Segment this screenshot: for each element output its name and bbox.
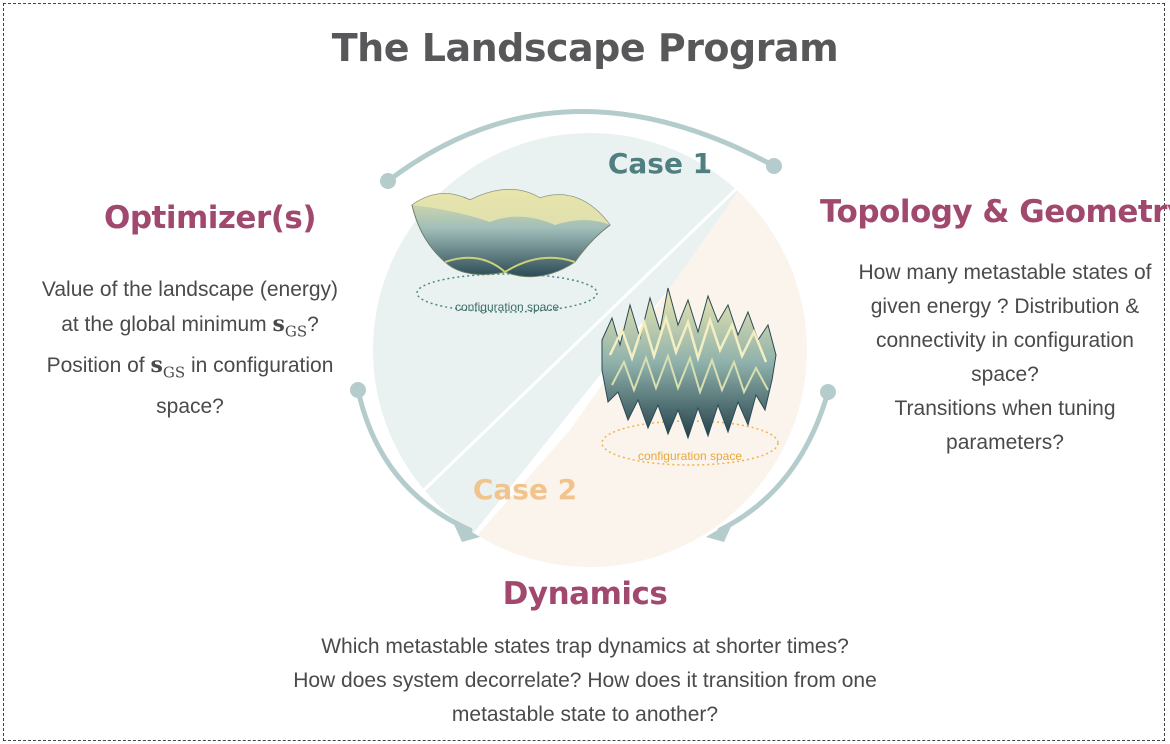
case1-label: Case 1 xyxy=(608,147,712,180)
divider-line xyxy=(420,166,760,494)
cycle-arcs xyxy=(355,109,831,533)
topology-line: How many metastable states of xyxy=(858,261,1152,284)
diagram-frame xyxy=(3,3,1165,741)
case2-region xyxy=(373,133,807,567)
central-disc xyxy=(373,133,807,567)
left-arc-start-dot xyxy=(350,382,366,398)
top-arc xyxy=(385,109,777,184)
topology-line: connectivity in configuration xyxy=(876,329,1134,352)
topology-heading: Topology & Geometry xyxy=(820,194,1170,230)
right-arc xyxy=(717,389,831,533)
optimizer-heading: Optimizer(s) xyxy=(103,200,317,236)
topology-line: given energy ? Distribution & xyxy=(870,295,1140,318)
case2-config-ellipse xyxy=(601,420,779,466)
case2-config-label: configuration space xyxy=(638,449,742,463)
topology-line: space? xyxy=(971,363,1039,386)
optimizer-line-1: Value of the landscape (energy) xyxy=(41,278,339,301)
topology-line: Transitions when tuning xyxy=(894,397,1116,420)
left-arc xyxy=(355,387,473,533)
dynamics-heading: Dynamics xyxy=(502,576,668,612)
ground-state-symbol: sGS xyxy=(272,311,308,341)
case1-config-ellipse xyxy=(416,273,598,313)
dynamics-line: How does system decorrelate? How does it… xyxy=(293,669,877,692)
case2-label: Case 2 xyxy=(473,473,577,506)
optimizer-line-2: at the global minimum sGS? xyxy=(61,311,319,341)
page-title: The Landscape Program xyxy=(331,26,839,70)
dynamics-line: Which metastable states trap dynamics at… xyxy=(321,635,849,658)
top-arc-end-dot xyxy=(766,158,782,174)
right-arrowhead-icon xyxy=(706,520,734,542)
ground-state-symbol: sGS xyxy=(150,352,186,382)
optimizer-description: Value of the landscape (energy) at the g… xyxy=(20,273,360,424)
optimizer-line-4: space? xyxy=(156,394,224,418)
rugged-landscape-surface xyxy=(601,287,779,466)
optimizer-line-3: Position of sGS in configuration xyxy=(46,352,334,382)
dynamics-description: Which metastable states trap dynamics at… xyxy=(170,630,1000,732)
top-arc-start-dot xyxy=(380,173,396,189)
dynamics-line: metastable state to another? xyxy=(451,703,719,726)
case1-config-label: configuration space xyxy=(455,300,559,314)
right-arc-start-dot xyxy=(820,384,836,400)
topology-description: How many metastable states of given ener… xyxy=(840,256,1170,460)
topology-line: parameters? xyxy=(946,431,1064,454)
smooth-landscape-surface xyxy=(411,189,611,313)
left-arrowhead-icon xyxy=(452,520,480,542)
